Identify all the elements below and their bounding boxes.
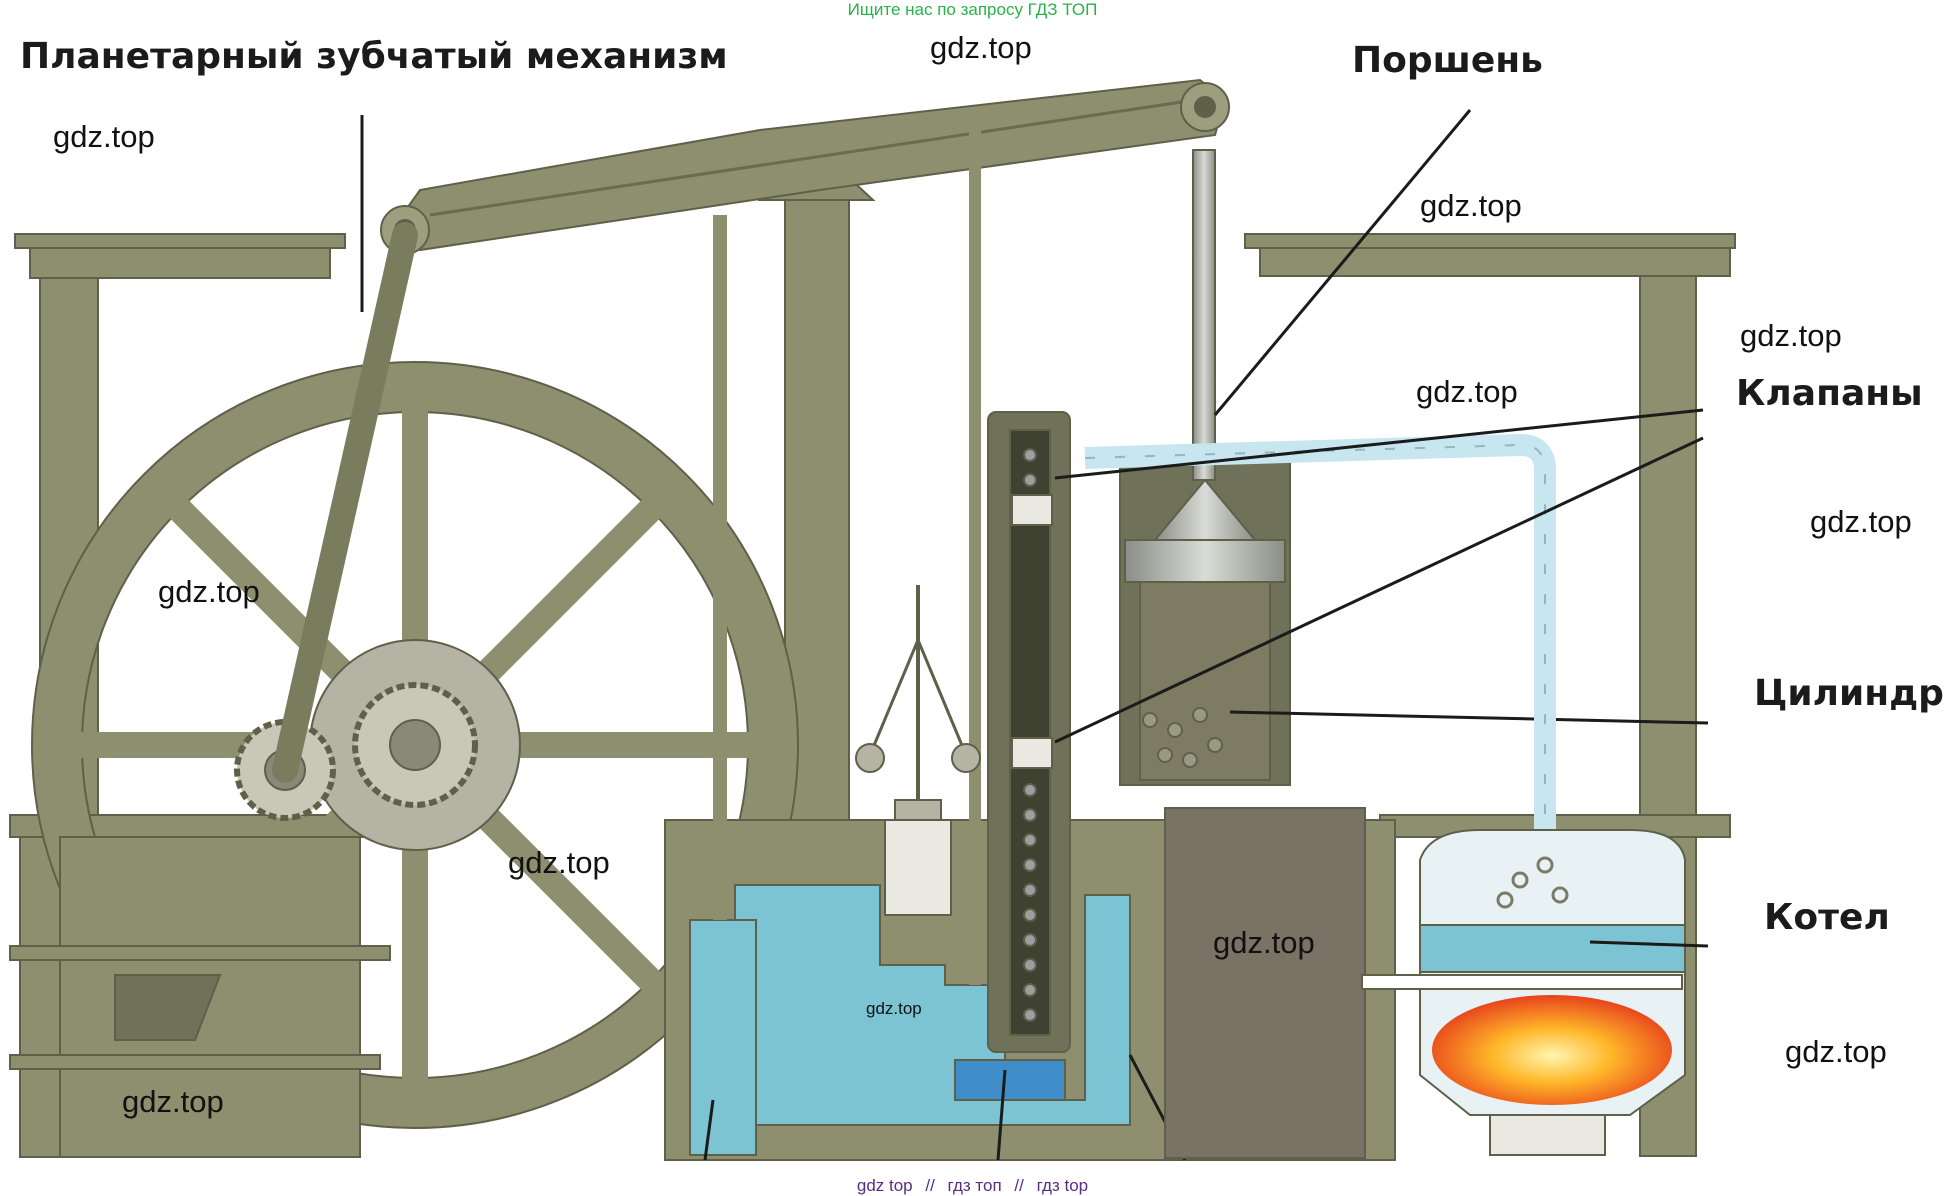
cylinder-label: Цилиндр	[1754, 673, 1944, 714]
footer-links: gdz top // гдз топ // гдз top	[0, 1176, 1945, 1196]
watermark: gdz.top	[1213, 925, 1315, 960]
planetary-gear-label: Планетарный зубчатый механизм	[20, 36, 728, 77]
boiler-label: Котел	[1764, 897, 1890, 938]
watermark: gdz.top	[53, 119, 155, 154]
leader-lines	[360, 109, 1709, 948]
watermark-small: gdz.top	[866, 999, 922, 1018]
watermark: gdz.top	[122, 1084, 224, 1119]
governor	[855, 585, 981, 916]
footer-separator: //	[1014, 1176, 1024, 1195]
watermark: gdz.top	[930, 30, 1032, 65]
top-banner: Ищите нас по запросу ГДЗ ТОП	[847, 0, 1098, 19]
watermark: gdz.top	[508, 845, 610, 880]
base-block	[9, 836, 391, 1158]
footer-link-1[interactable]: gdz top	[856, 1176, 913, 1195]
footer-separator: //	[925, 1176, 935, 1195]
boiler	[1361, 829, 1686, 1156]
piston-label: Поршень	[1352, 40, 1543, 81]
watermark: gdz.top	[1810, 504, 1912, 539]
footer-link-2[interactable]: гдз топ	[947, 1176, 1002, 1195]
watermark: gdz.top	[1740, 318, 1842, 353]
watermark: gdz.top	[158, 574, 260, 609]
valves-label: Клапаны	[1736, 373, 1923, 414]
footer-link-3[interactable]: гдз top	[1036, 1176, 1089, 1195]
steam-pipe	[1084, 433, 1556, 835]
watermark: gdz.top	[1785, 1034, 1887, 1069]
air-pump-rod	[713, 120, 981, 985]
firebox-wall	[1164, 807, 1366, 1159]
cylinder	[1119, 149, 1709, 786]
watermark: gdz.top	[1420, 188, 1522, 223]
connecting-rod	[272, 222, 418, 783]
watermark: gdz.top	[1416, 374, 1518, 409]
valve-chest	[987, 411, 1071, 1053]
